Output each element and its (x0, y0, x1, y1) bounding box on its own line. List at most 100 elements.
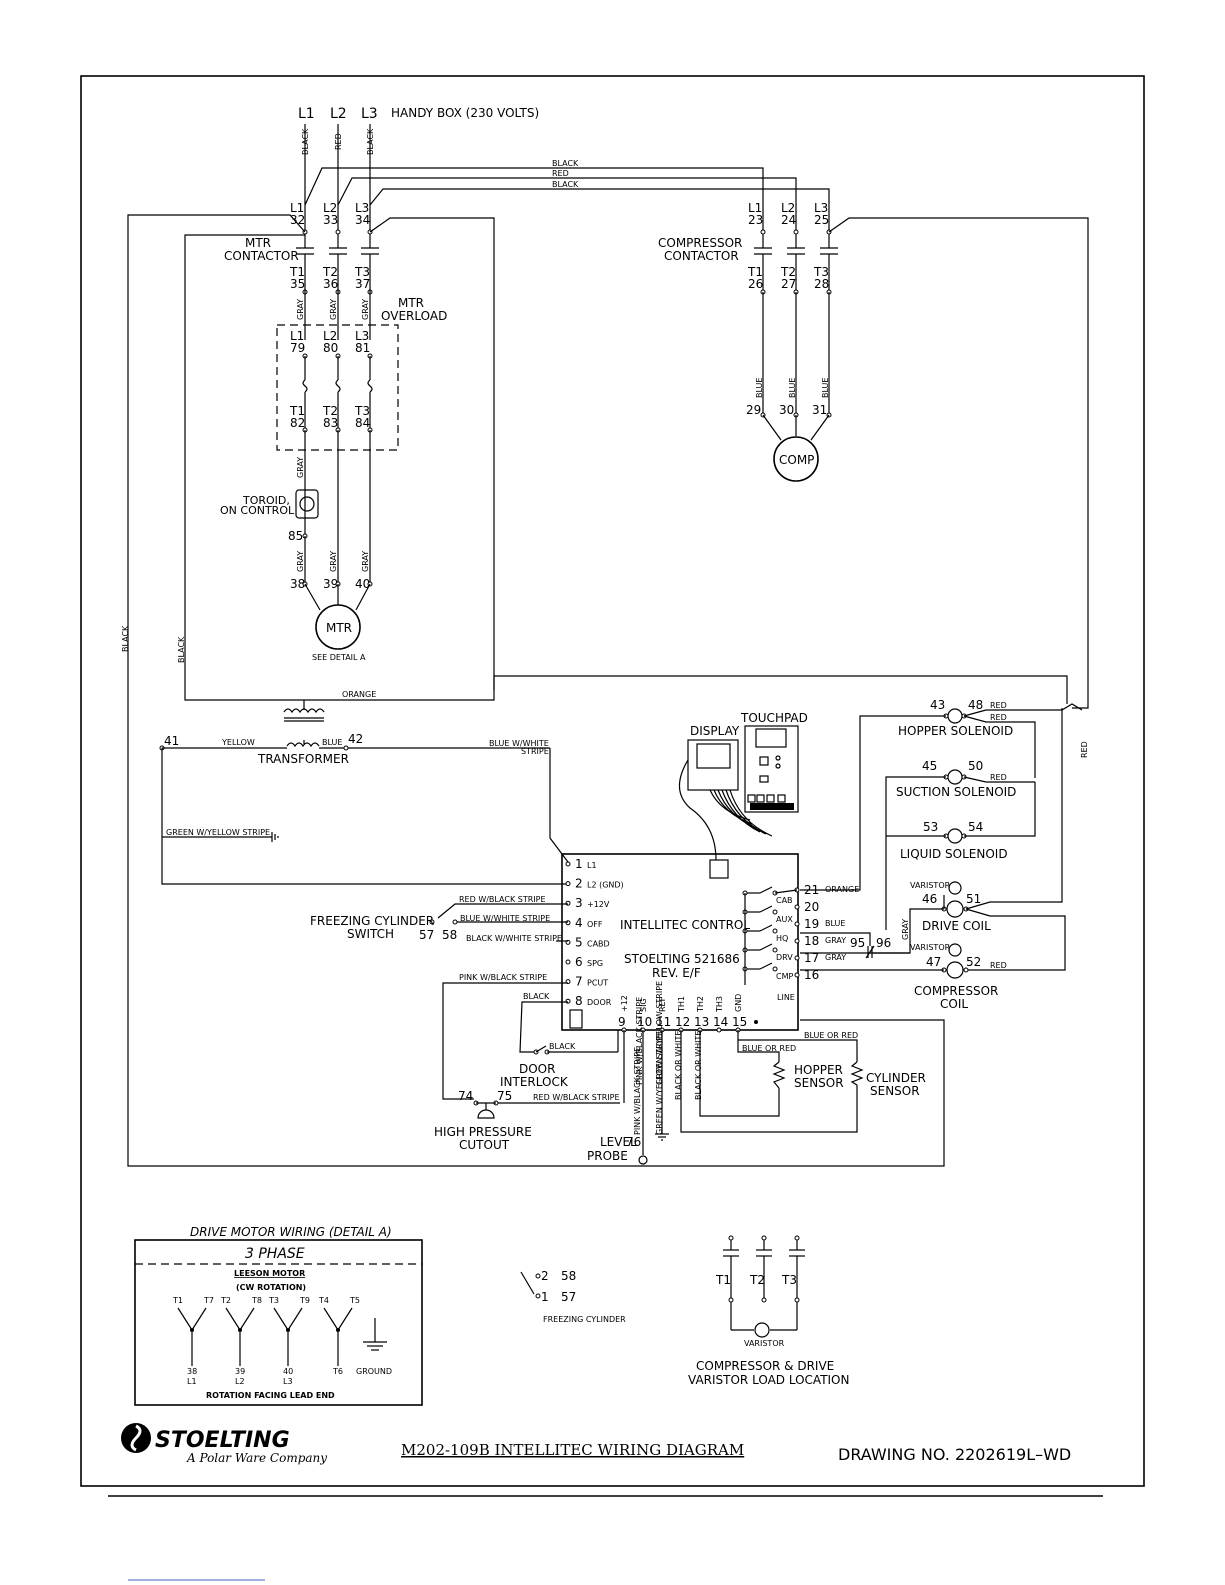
svg-text:GRAY: GRAY (296, 457, 305, 478)
svg-text:35: 35 (290, 277, 305, 291)
cross-wire-1: BLACK (552, 159, 579, 168)
brand-name: STOELTING (155, 1428, 290, 1453)
control-pin-label: REF (658, 996, 667, 1012)
svg-text:FREEZING CYLINDER: FREEZING CYLINDER (310, 914, 434, 928)
motor-lead-terminal: T6 (332, 1367, 343, 1376)
svg-text:BLUE: BLUE (755, 378, 764, 398)
svg-text:T3: T3 (781, 1273, 797, 1287)
control-pin-number: 12 (675, 1015, 690, 1029)
control-pin-number: 5 (575, 935, 583, 949)
svg-text:ORANGE: ORANGE (342, 690, 376, 699)
motor-lead: T9 (299, 1296, 310, 1305)
svg-text:L2: L2 (323, 329, 337, 343)
svg-text:53: 53 (923, 820, 938, 834)
svg-text:LEVEL: LEVEL (600, 1135, 637, 1149)
display-touchpad: DISPLAY TOUCHPAD (678, 711, 808, 879)
svg-text:37: 37 (355, 277, 370, 291)
svg-text:RED: RED (990, 701, 1007, 710)
svg-text:L3: L3 (355, 329, 369, 343)
svg-text:BLACK W/WHITE STRIPE: BLACK W/WHITE STRIPE (466, 934, 562, 943)
control-pin-label: OFF (587, 920, 603, 929)
control-pin-number: 9 (618, 1015, 626, 1029)
svg-text:24: 24 (781, 213, 796, 227)
svg-text:HOPPER: HOPPER (794, 1063, 843, 1077)
svg-text:57: 57 (419, 928, 434, 942)
svg-text:DOOR: DOOR (519, 1062, 555, 1076)
control-pin (794, 921, 800, 927)
control-pin-wire: GRAY (825, 953, 846, 962)
control-pin-number: 8 (575, 994, 583, 1008)
svg-text:TRANSFORMER: TRANSFORMER (257, 752, 349, 766)
left-side-wiring: RED W/BLACK STRIPE BLUE W/WHITE STRIPE B… (310, 895, 620, 1152)
motor-lead: T1 (172, 1296, 183, 1305)
display-label: DISPLAY (690, 724, 740, 738)
svg-text:GREEN W/YELLOW STRIPE: GREEN W/YELLOW STRIPE (655, 1031, 664, 1135)
svg-text:43: 43 (930, 698, 945, 712)
control-pin (794, 904, 800, 910)
svg-text:RED W/BLACK STRIPE: RED W/BLACK STRIPE (459, 895, 546, 904)
svg-text:LEESON MOTOR: LEESON MOTOR (234, 1269, 305, 1278)
svg-text:(CW ROTATION): (CW ROTATION) (236, 1283, 306, 1292)
svg-text:BLACK: BLACK (523, 992, 550, 1001)
svg-text:BLACK OR WHITE: BLACK OR WHITE (694, 1031, 703, 1100)
svg-text:T3: T3 (354, 265, 370, 279)
detail-a-title: DRIVE MOTOR WIRING (DETAIL A) (190, 1225, 392, 1239)
control-pin (565, 998, 571, 1004)
control-model: STOELTING 521686 (624, 952, 740, 966)
svg-text:L2: L2 (781, 201, 795, 215)
svg-text:SENSOR: SENSOR (870, 1084, 920, 1098)
svg-text:BLUE OR RED: BLUE OR RED (742, 1044, 796, 1053)
transformer: 41 YELLOW BLUE 42 TRANSFORMER BLUE W/WHI… (159, 700, 569, 885)
svg-text:RED: RED (990, 961, 1007, 970)
motor-lead-line: L2 (235, 1377, 245, 1386)
svg-text:BLACK: BLACK (177, 636, 186, 663)
svg-text:SENSOR: SENSOR (794, 1076, 844, 1090)
svg-text:46: 46 (922, 892, 937, 906)
motor-lead: T4 (318, 1296, 329, 1305)
svg-text:54: 54 (968, 820, 983, 834)
left-loop-wires: BLACK BLACK ORANGE (121, 214, 1068, 1167)
svg-text:T1: T1 (289, 404, 305, 418)
drawing-frame (80, 75, 1145, 1487)
svg-text:47: 47 (926, 955, 941, 969)
svg-text:LINE: LINE (777, 993, 795, 1002)
svg-text:OVERLOAD: OVERLOAD (381, 309, 447, 323)
svg-text:26: 26 (748, 277, 763, 291)
control-title: INTELLITEC CONTROL (620, 918, 750, 932)
svg-text:CONTACTOR: CONTACTOR (224, 249, 299, 263)
control-pin-number: 11 (656, 1015, 671, 1029)
control-pin-number: 14 (713, 1015, 728, 1029)
svg-text:51: 51 (966, 892, 981, 906)
drive-motor-symbol (315, 604, 361, 650)
relay-label: HQ (776, 934, 788, 943)
svg-text:HIGH PRESSURE: HIGH PRESSURE (434, 1125, 532, 1139)
control-pin-label: SPG (587, 959, 603, 968)
svg-text:41: 41 (164, 734, 179, 748)
supply-label: HANDY BOX (230 VOLTS) (391, 106, 539, 120)
svg-text:L3: L3 (814, 201, 828, 215)
svg-text:FREEZING CYLINDER: FREEZING CYLINDER (543, 1315, 626, 1324)
svg-text:PINK W/BLACK STRIPE: PINK W/BLACK STRIPE (633, 1047, 642, 1135)
svg-text:T1: T1 (289, 265, 305, 279)
svg-text:GREEN W/YELLOW STRIPE: GREEN W/YELLOW STRIPE (166, 828, 270, 837)
svg-text:GREEN W/YELLOW STRIPE: GREEN W/YELLOW STRIPE (655, 981, 664, 1085)
svg-text:T3: T3 (813, 265, 829, 279)
svg-text:BLUE W/WHITE: BLUE W/WHITE (489, 739, 549, 748)
svg-text:COMPRESSOR: COMPRESSOR (914, 984, 998, 998)
varistor-load-detail: T1 T2 T3 VARISTOR COMPRESSOR & DRIVE VAR… (688, 1235, 849, 1387)
control-pin-label: SIG (639, 998, 648, 1012)
control-pin-number: 17 (804, 951, 819, 965)
svg-text:29: 29 (746, 403, 761, 417)
motor-lead-terminal: 40 (283, 1367, 293, 1376)
control-pin (716, 1027, 722, 1033)
svg-text:74: 74 (458, 1089, 473, 1103)
svg-text:RED: RED (990, 713, 1007, 722)
svg-text:BLUE: BLUE (788, 378, 797, 398)
svg-text:ON CONTROL: ON CONTROL (220, 504, 295, 517)
control-pin (794, 955, 800, 961)
control-pin (565, 881, 571, 887)
svg-text:CONTACTOR: CONTACTOR (664, 249, 739, 263)
drawing-number: DRAWING NO. 2202619L–WD (838, 1445, 1071, 1464)
svg-text:58: 58 (561, 1269, 576, 1283)
control-pin-number: 2 (575, 877, 583, 891)
